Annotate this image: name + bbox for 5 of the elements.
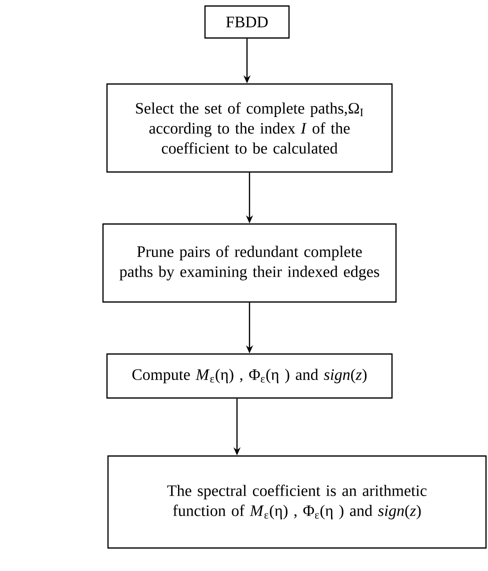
process-box: Prune pairs of redundant complete paths by examining their indexed edges <box>102 223 397 303</box>
process-box: The spectral coefficient is an arithmetic function of M$_{ε}$(η) , Φ$_{ε}$(η ) and sign(z) <box>107 455 487 549</box>
process-box: Compute M$_{ε}$(η) , Φ$_{ε}$(η ) and sign(z) <box>106 353 393 399</box>
process-box: FBDD <box>204 5 290 39</box>
process-box: Select the set of complete paths,Ω$_{I}$ according to the index I of the coefficient to be calculated <box>106 83 393 173</box>
